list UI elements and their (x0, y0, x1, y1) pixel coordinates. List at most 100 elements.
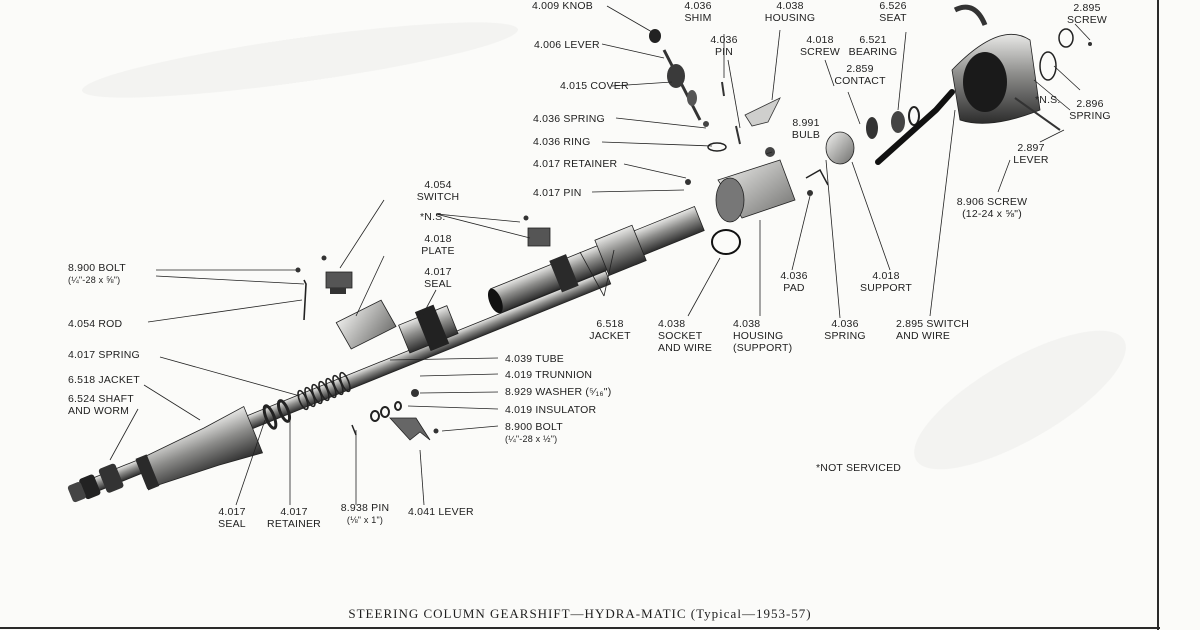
label-spring-right-name: SPRING (1069, 110, 1111, 122)
label-bearing-num: 6.521 (859, 34, 887, 46)
label-screw-mid-num: 4.018 (806, 34, 834, 46)
label-switch-wire-num: 2.895 SWITCH (896, 318, 970, 330)
label-housing-top-name: HOUSING (764, 12, 816, 24)
label-switch-name: SWITCH (416, 191, 460, 203)
label-pin-bottom: 8.938 PIN(⅛" x 1") (330, 502, 400, 526)
rod-part (303, 279, 307, 321)
label-jacket-mid-num: 6.518 (596, 318, 624, 330)
label-screw-tr-num: 2.895 (1073, 2, 1101, 14)
label-shaft-l2: AND WORM (68, 405, 130, 417)
label-tube: 4.039 TUBE (505, 353, 565, 365)
retainer-pin-part (685, 179, 691, 185)
label-pin-top-name: PIN (714, 46, 734, 58)
contact-support-part (805, 131, 855, 196)
label-support-name: SUPPORT (860, 282, 912, 294)
label-cover: 4.015 COVER (560, 80, 629, 92)
label-spring-right-num: 2.896 (1076, 98, 1104, 110)
label-lever-right-name: LEVER (1013, 154, 1049, 166)
housing-support-part (715, 159, 796, 223)
steering-jacket-lower (135, 405, 264, 491)
label-screw-large-spec: (12-24 x ⅝") (962, 208, 1022, 220)
switch-wire-part (875, 89, 955, 165)
label-switch-num: 4.054 (424, 179, 452, 191)
label-rod: 4.054 ROD (68, 318, 123, 330)
label-jacket-left: 6.518 JACKET (68, 374, 140, 386)
label-washer: 8.929 WASHER (⁵⁄₁₆") (505, 386, 612, 398)
label-retainer-bottom-name: RETAINER (267, 518, 321, 530)
label-shim-num: 4.036 (684, 0, 712, 12)
label-seat-name: SEAT (879, 12, 907, 24)
shim-pin-parts (721, 81, 741, 145)
label-lever-bottom: 4.041 LEVER (408, 506, 474, 518)
pin-bottom-part (351, 424, 357, 436)
label-spring-left: 4.017 SPRING (68, 349, 140, 361)
note-not-serviced: *NOT SERVICED (816, 462, 902, 474)
label-pin-top-num: 4.036 (710, 34, 738, 46)
label-plate-name: PLATE (421, 245, 455, 257)
bearing-seat-parts (866, 106, 920, 139)
lever-bottom-part (389, 417, 431, 441)
label-screw-large-num: 8.906 SCREW (956, 196, 1028, 208)
label-ns-mid: *N.S. (420, 211, 446, 223)
bulb-part (765, 147, 775, 157)
label-spring-b-name: SPRING (824, 330, 866, 342)
lower-seal-retainer-rings (262, 399, 292, 430)
label-contact-num: 2.859 (846, 63, 874, 75)
label-bulb-num: 8.991 (792, 117, 820, 129)
bolt-left-a (295, 267, 301, 273)
bolt-left-b (321, 255, 327, 261)
label-housing-sup-l3: (SUPPORT) (733, 342, 793, 354)
label-retainer-bottom-num: 4.017 (280, 506, 308, 518)
spring-lever-right (1014, 28, 1092, 131)
label-lever-right-num: 2.897 (1017, 142, 1045, 154)
label-bolt-bottom: 8.900 BOLT(¼"-28 x ½") (505, 421, 563, 445)
label-switch-wire-name: AND WIRE (896, 330, 951, 342)
label-socket-num: 4.038 (658, 318, 686, 330)
label-housing-sup-num: 4.038 (733, 318, 761, 330)
leader-lines (109, 5, 1091, 506)
label-socket-l2: SOCKET (658, 330, 703, 342)
label-bolt-left: 8.900 BOLT(¼"-28 x ⅝") (68, 262, 126, 286)
trunnion-bolt (411, 389, 419, 397)
switch-part-left (325, 271, 353, 294)
plate-part (335, 299, 397, 350)
label-bolt-bottom-spec: (¼"-28 x ½") (505, 434, 558, 444)
label-jacket-mid-name: JACKET (589, 330, 631, 342)
knob-lever-group (649, 29, 727, 152)
label-pin-mid: 4.017 PIN (533, 187, 582, 199)
washer-insulator-parts (370, 401, 402, 422)
bolt-bottom-part (433, 428, 439, 434)
label-housing-top-num: 4.038 (776, 0, 804, 12)
label-shim-name: SHIM (684, 12, 712, 24)
background-smudges (82, 22, 1126, 470)
label-bolt-left-num: 8.900 BOLT (68, 262, 126, 274)
label-ring: 4.036 RING (533, 136, 591, 148)
label-lever-top: 4.006 LEVER (534, 39, 600, 51)
label-trunnion: 4.019 TRUNNION (505, 369, 593, 381)
socket-wire-coil (711, 229, 741, 255)
label-seal-bottom-num: 4.017 (218, 506, 246, 518)
label-seal-mid-num: 4.017 (424, 266, 452, 278)
label-knob: 4.009 KNOB (532, 0, 593, 12)
label-bolt-bottom-num: 8.900 BOLT (505, 421, 563, 433)
label-support-num: 4.018 (872, 270, 900, 282)
